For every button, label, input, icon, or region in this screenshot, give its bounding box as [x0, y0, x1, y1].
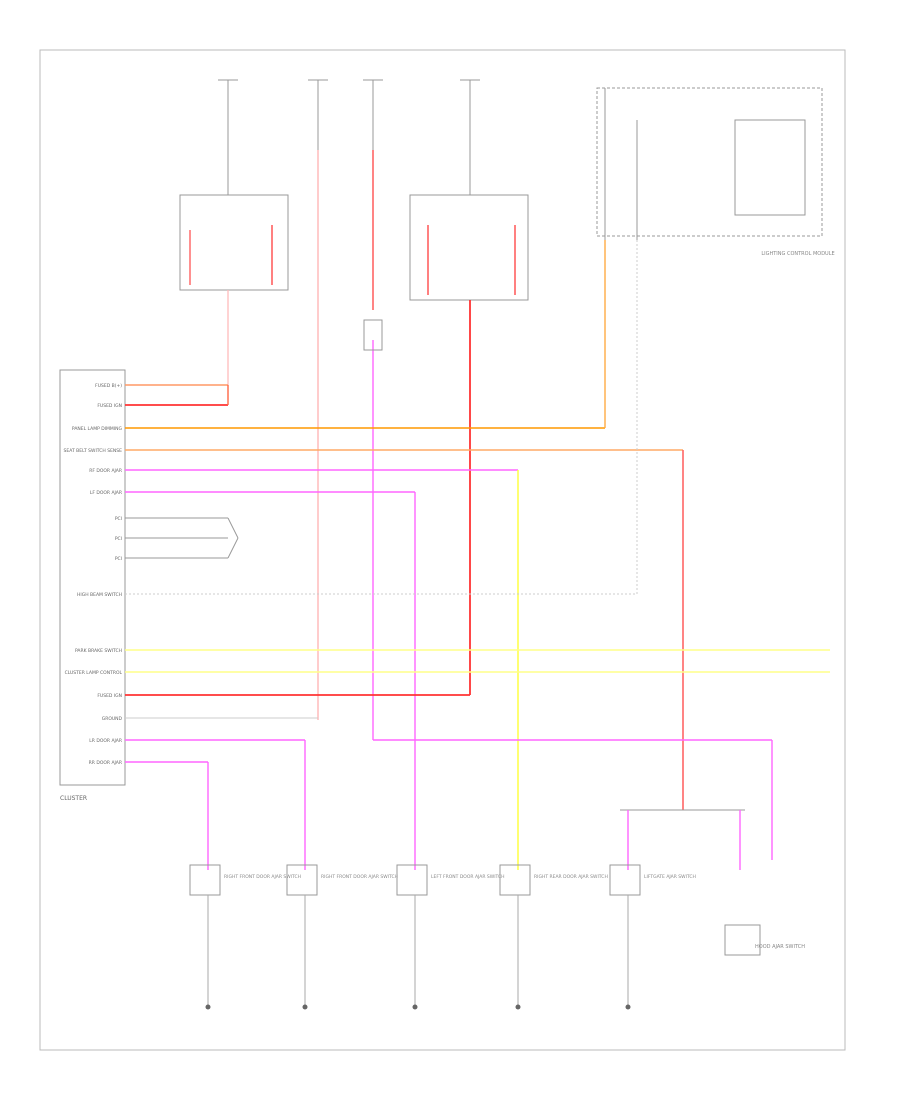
cluster-pin-label: SEAT BELT SWITCH SENSE — [64, 448, 123, 454]
fuse-column-3 — [363, 79, 383, 150]
door-switch-1 — [189, 864, 221, 896]
ground-point — [205, 1004, 211, 1010]
module-label: LIGHTING CONTROL MODULE — [761, 251, 834, 257]
cluster-pin-label: FUSED IGN — [97, 403, 122, 409]
cluster-connector — [59, 369, 126, 786]
ground-point — [302, 1004, 308, 1010]
ground-point — [625, 1004, 631, 1010]
cluster-pin-label: LF DOOR AJAR — [90, 490, 122, 496]
cluster-pin-label: RF DOOR AJAR — [89, 468, 122, 474]
cluster-pin-label: FUSED B(+) — [95, 383, 122, 389]
ground-points — [205, 1004, 631, 1010]
door-switch-2-label: RIGHT FRONT DOOR AJAR SWITCH — [321, 874, 398, 880]
cluster-pin-labels: FUSED B(+) FUSED IGN PANEL LAMP DIMMING SEA… — [64, 383, 123, 766]
cluster-label: CLUSTER — [60, 795, 87, 802]
floor-pedal-symbol — [363, 319, 383, 351]
liftgate-switch — [609, 864, 641, 896]
cluster-pin-label: GROUND — [102, 716, 123, 722]
hood-switch-label: HOOD AJAR SWITCH — [755, 944, 805, 950]
door-switch-3 — [396, 864, 428, 896]
relay-box-center — [409, 194, 529, 301]
fuse-column-4 — [460, 79, 480, 195]
cluster-pin-label: PCI — [115, 536, 122, 542]
cluster-pin-label: PARK BRAKE SWITCH — [75, 648, 122, 654]
cluster-pin-label: RR DOOR AJAR — [89, 760, 122, 766]
cluster-pin-label: FUSED IGN — [97, 693, 122, 699]
door-switch-row: RIGHT FRONT DOOR AJAR SWITCH RIGHT FRONT … — [189, 864, 696, 1005]
cluster-pin-label: CLUSTER LAMP CONTROL — [65, 670, 123, 676]
fuse-column-1 — [218, 79, 238, 195]
diagram-frame — [39, 49, 846, 1051]
module-switch-block — [734, 119, 806, 216]
ground-point — [515, 1004, 521, 1010]
ground-point — [412, 1004, 418, 1010]
liftgate-switch-label: LIFTGATE AJAR SWITCH — [644, 874, 696, 880]
hood-ajar-switch — [724, 924, 761, 956]
fuse-column-2 — [308, 79, 328, 150]
door-switch-2 — [286, 864, 318, 896]
wire-pci-join-2 — [227, 537, 239, 559]
cluster-pin-label: LR DOOR AJAR — [89, 738, 122, 744]
relay-box-left — [179, 194, 289, 291]
door-switch-1-label: RIGHT FRONT DOOR AJAR SWITCH — [224, 874, 301, 880]
cluster-pin-label: PANEL LAMP DIMMING — [72, 426, 123, 432]
door-switch-3-label: LEFT FRONT DOOR AJAR SWITCH — [431, 874, 505, 880]
cluster-pin-label: PCI — [115, 556, 122, 562]
door-switch-4-label: RIGHT REAR DOOR AJAR SWITCH — [534, 874, 608, 880]
cluster-pin-label: PCI — [115, 516, 122, 522]
wire-pci-join-1 — [227, 517, 239, 539]
door-switch-4 — [499, 864, 531, 896]
cluster-pin-label: HIGH BEAM SWITCH — [77, 592, 122, 598]
lighting-module-box — [596, 87, 823, 237]
